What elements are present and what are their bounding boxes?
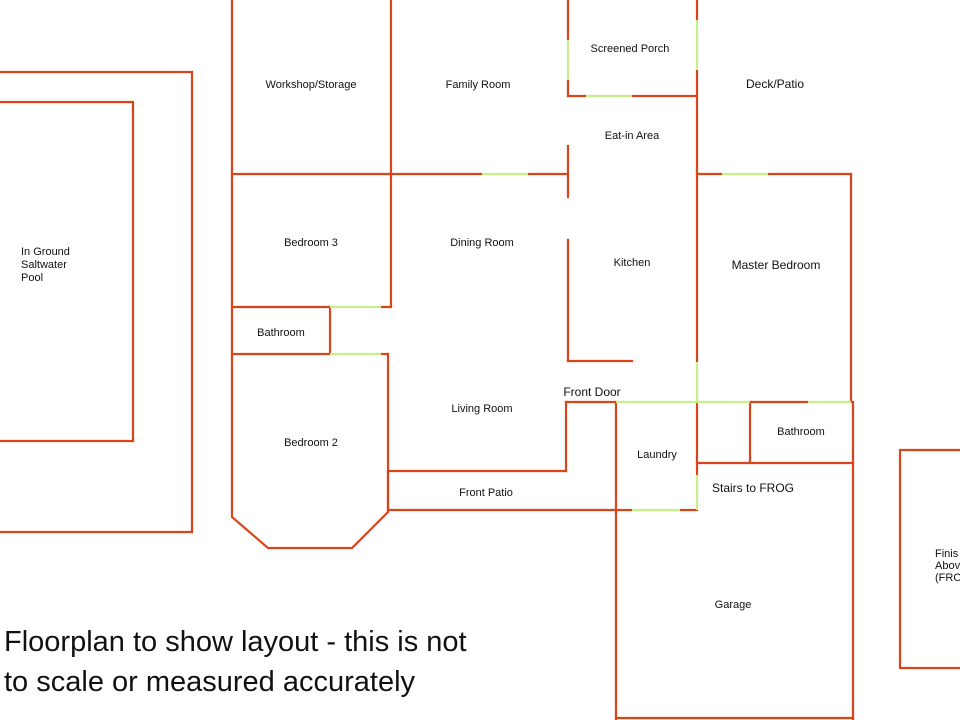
label-bathroom-left: Bathroom bbox=[257, 327, 305, 339]
label-pool-line2: Saltwater bbox=[21, 259, 67, 271]
disclaimer-line1: Floorplan to show layout - this is not bbox=[4, 626, 467, 658]
label-pool-line1: In Ground bbox=[21, 246, 70, 258]
label-living-room: Living Room bbox=[451, 403, 512, 415]
label-deck-patio: Deck/Patio bbox=[746, 77, 804, 91]
label-bathroom-right: Bathroom bbox=[777, 426, 825, 438]
label-eat-in: Eat-in Area bbox=[605, 130, 660, 142]
label-family-room: Family Room bbox=[446, 79, 511, 91]
label-laundry: Laundry bbox=[637, 449, 677, 461]
room-labels: Workshop/Storage Family Room Screened Po… bbox=[21, 43, 960, 611]
label-pool-line3: Pool bbox=[21, 272, 43, 284]
label-dining-room: Dining Room bbox=[450, 237, 514, 249]
pool bbox=[0, 70, 194, 534]
disclaimer-note: Floorplan to show layout - this is not t… bbox=[4, 622, 564, 702]
door-openings bbox=[330, 20, 851, 512]
label-bedroom2: Bedroom 2 bbox=[284, 437, 338, 449]
label-front-patio: Front Patio bbox=[459, 487, 513, 499]
label-bedroom3: Bedroom 3 bbox=[284, 237, 338, 249]
label-frog-line1: Finis bbox=[935, 548, 959, 560]
label-workshop: Workshop/Storage bbox=[266, 79, 357, 91]
label-frog-line3: (FRO bbox=[935, 572, 960, 584]
label-kitchen: Kitchen bbox=[614, 257, 651, 269]
label-front-door: Front Door bbox=[563, 385, 620, 399]
label-master-bedroom: Master Bedroom bbox=[732, 258, 821, 272]
label-frog-line2: Abov bbox=[935, 560, 960, 572]
label-stairs: Stairs to FROG bbox=[712, 481, 794, 495]
disclaimer-line2: to scale or measured accurately bbox=[4, 666, 416, 698]
house-walls bbox=[230, 0, 855, 720]
frog-room bbox=[898, 448, 960, 670]
label-garage: Garage bbox=[715, 599, 752, 611]
label-screened-porch: Screened Porch bbox=[591, 43, 670, 55]
